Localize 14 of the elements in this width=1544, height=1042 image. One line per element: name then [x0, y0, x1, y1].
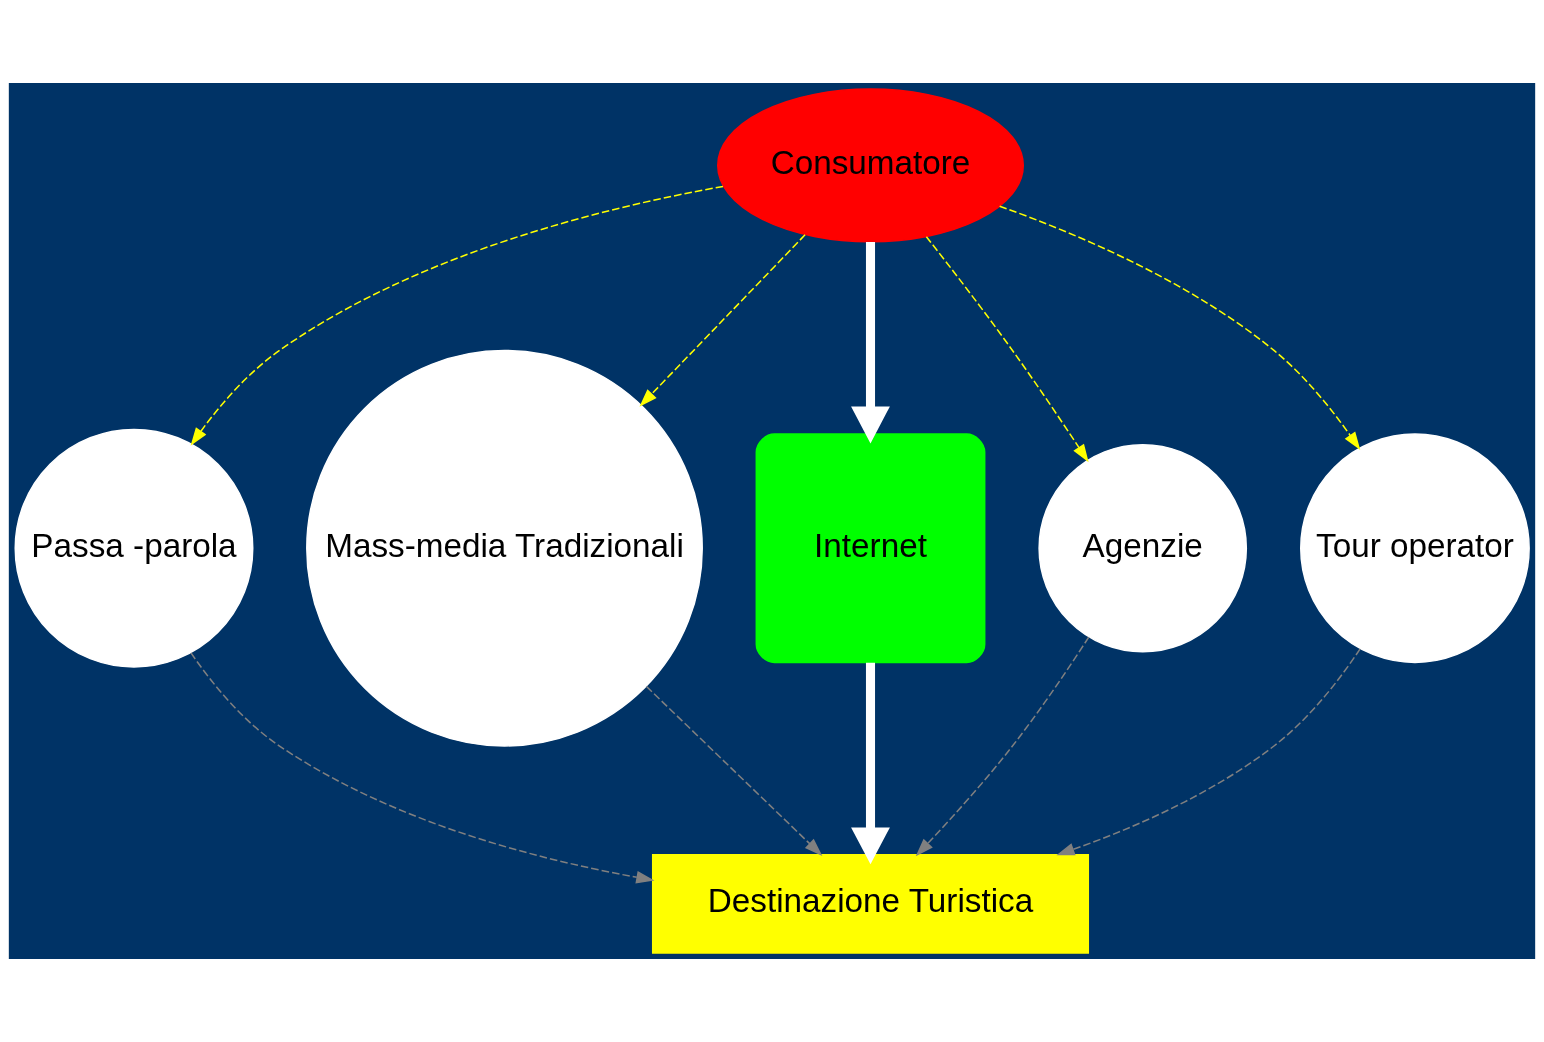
arrow	[1056, 648, 1361, 856]
node-ellipse: Consumatore	[717, 88, 1024, 243]
arrow	[915, 636, 1090, 857]
node-box: Destinazione Turistica	[651, 853, 1090, 954]
arrow	[190, 652, 655, 884]
arrow	[851, 242, 890, 444]
arrow	[645, 685, 823, 856]
arrow	[851, 662, 890, 865]
arrow	[998, 205, 1361, 451]
node-circle: Mass-media Tradizionali	[306, 349, 703, 747]
arrow	[925, 235, 1089, 463]
arrow	[639, 234, 806, 407]
node-box: Internet	[755, 433, 986, 664]
arrow	[190, 185, 724, 446]
